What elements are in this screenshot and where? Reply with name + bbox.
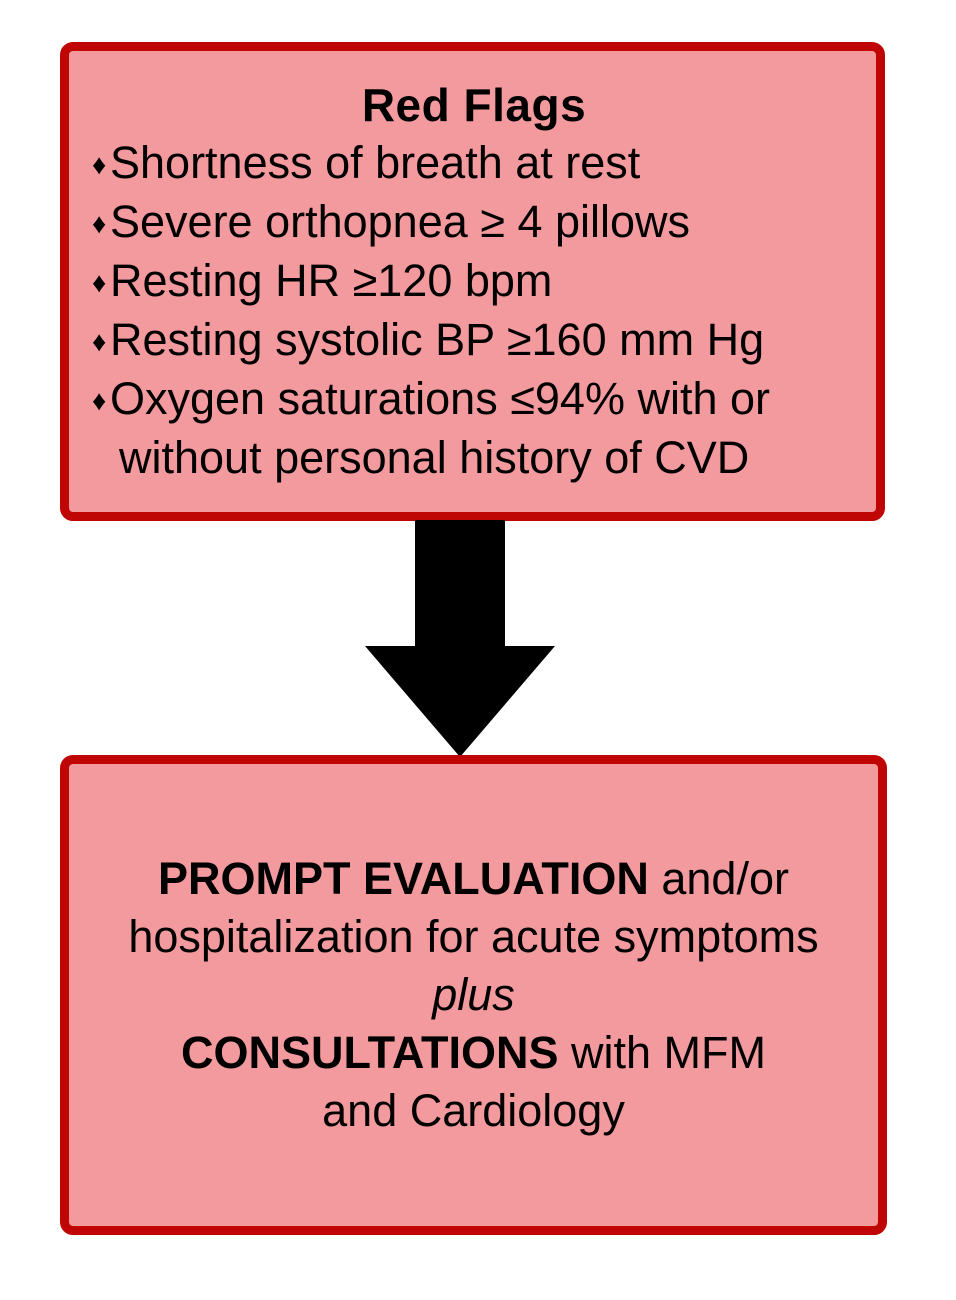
and-or-text: and/or	[648, 853, 789, 904]
red-flags-list: ♦Shortness of breath at rest ♦Severe ort…	[92, 134, 856, 486]
diamond-bullet-icon: ♦	[92, 326, 107, 357]
evaluation-line-5: and Cardiology	[322, 1085, 625, 1136]
list-item: ♦Resting systolic BP ≥160 mm Hg	[92, 311, 856, 370]
list-item: ♦Severe orthopnea ≥ 4 pillows	[92, 193, 856, 252]
list-item-text: Severe orthopnea ≥ 4 pillows	[110, 196, 691, 247]
red-flags-content: Red Flags ♦Shortness of breath at rest ♦…	[69, 51, 876, 486]
list-item: ♦Shortness of breath at rest	[92, 134, 856, 193]
consultations-text: CONSULTATIONS	[181, 1027, 559, 1078]
evaluation-box: PROMPT EVALUATION and/or hospitalization…	[60, 755, 887, 1235]
list-item-text: Resting systolic BP ≥160 mm Hg	[110, 314, 765, 365]
down-arrow-icon	[365, 520, 555, 757]
diamond-bullet-icon: ♦	[92, 267, 107, 298]
list-item-text: Resting HR ≥120 bpm	[110, 255, 553, 306]
prompt-evaluation-text: PROMPT EVALUATION	[158, 853, 649, 904]
list-item-text: Oxygen saturations ≤94% with or without …	[110, 373, 771, 483]
evaluation-line-2: hospitalization for acute symptoms	[128, 911, 819, 962]
diamond-bullet-icon: ♦	[92, 208, 107, 239]
red-flags-box: Red Flags ♦Shortness of breath at rest ♦…	[60, 42, 885, 521]
list-item: ♦Oxygen saturations ≤94% with or without…	[92, 370, 856, 486]
plus-text: plus	[432, 969, 515, 1020]
red-flags-title: Red Flags	[361, 79, 587, 131]
diamond-bullet-icon: ♦	[92, 385, 107, 416]
list-item: ♦Resting HR ≥120 bpm	[92, 252, 856, 311]
list-item-text: Shortness of breath at rest	[110, 137, 641, 188]
diamond-bullet-icon: ♦	[92, 149, 107, 180]
with-mfm-text: with MFM	[558, 1027, 766, 1078]
evaluation-line-4: CONSULTATIONS with MFM	[181, 1024, 766, 1082]
evaluation-line-1: PROMPT EVALUATION and/or	[158, 850, 789, 908]
